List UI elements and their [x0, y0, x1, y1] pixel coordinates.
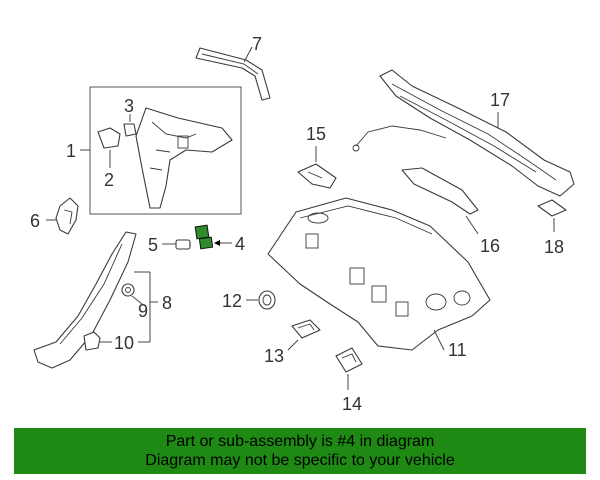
callout-2: 2 — [104, 170, 114, 190]
callout-7: 7 — [252, 34, 262, 54]
callout-12: 12 — [222, 291, 242, 311]
part-9 — [121, 283, 135, 297]
part-16 — [401, 167, 479, 215]
callout-14: 14 — [342, 394, 362, 414]
part-18 — [537, 199, 567, 217]
parts-diagram: 7 1 2 3 6 4 5 — [30, 34, 575, 414]
banner-line-1: Part or sub-assembly is #4 in diagram — [165, 433, 435, 450]
callout-11: 11 — [448, 340, 467, 360]
callout-9: 9 — [138, 301, 148, 321]
callout-4: 4 — [235, 234, 245, 254]
callout-16: 16 — [480, 236, 500, 256]
part-17 — [352, 69, 575, 197]
part-8 — [33, 231, 137, 369]
callout-15: 15 — [306, 124, 326, 144]
part-14 — [335, 347, 363, 373]
part-1 — [135, 107, 233, 209]
callout-18: 18 — [544, 237, 564, 257]
callout-10: 10 — [114, 333, 134, 353]
callout-5: 5 — [148, 235, 158, 255]
part-7 — [195, 47, 271, 101]
callout-6: 6 — [30, 211, 40, 231]
callout-3: 3 — [124, 96, 134, 116]
part-13 — [291, 319, 321, 339]
callout-17: 17 — [490, 90, 510, 110]
part-6 — [55, 197, 79, 235]
part-4-highlighted[interactable] — [194, 224, 214, 250]
banner-line-2: Diagram may not be specific to your vehi… — [145, 452, 455, 469]
part-12 — [258, 290, 276, 310]
part-2 — [97, 127, 121, 149]
part-15 — [297, 163, 337, 189]
part-3 — [123, 123, 137, 137]
callout-8: 8 — [162, 293, 172, 313]
part-5 — [166, 239, 191, 250]
callout-13: 13 — [264, 346, 284, 366]
part-10 — [83, 331, 101, 351]
info-banner: Part or sub-assembly is #4 in diagram Di… — [14, 428, 586, 474]
part-11 — [267, 197, 491, 351]
callout-1: 1 — [66, 141, 76, 161]
